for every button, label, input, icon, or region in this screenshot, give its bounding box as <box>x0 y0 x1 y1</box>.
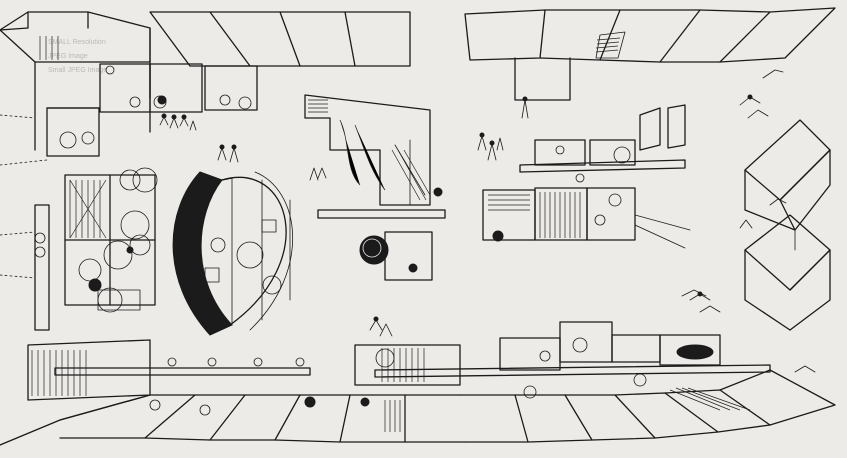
central-dark-sphere <box>359 187 443 273</box>
right-display-block <box>482 104 691 249</box>
central-block-hatching <box>308 99 431 201</box>
left-grid-hatching <box>69 179 107 239</box>
people-heads <box>161 94 753 322</box>
watermark-line-1: SMALL Resolution <box>48 39 106 46</box>
bottom-panel-row <box>0 321 836 446</box>
right-folding-screens <box>744 119 831 331</box>
bottom-panel-hatching <box>31 348 751 432</box>
bottom-panel-objects <box>149 337 714 416</box>
watermark-line-2: JPEG Image <box>48 53 88 60</box>
central-curved-pavilion <box>172 171 294 336</box>
top-panel-hatching <box>39 36 621 60</box>
right-block-hatching <box>488 192 581 238</box>
right-block-objects <box>492 145 631 242</box>
left-dark-objects <box>88 95 167 292</box>
left-display-tables <box>34 63 258 331</box>
watermark: SMALL Resolution JPEG Image Small JPEG I… <box>48 39 107 74</box>
watermark-line-3: Small JPEG Image <box>48 67 107 74</box>
